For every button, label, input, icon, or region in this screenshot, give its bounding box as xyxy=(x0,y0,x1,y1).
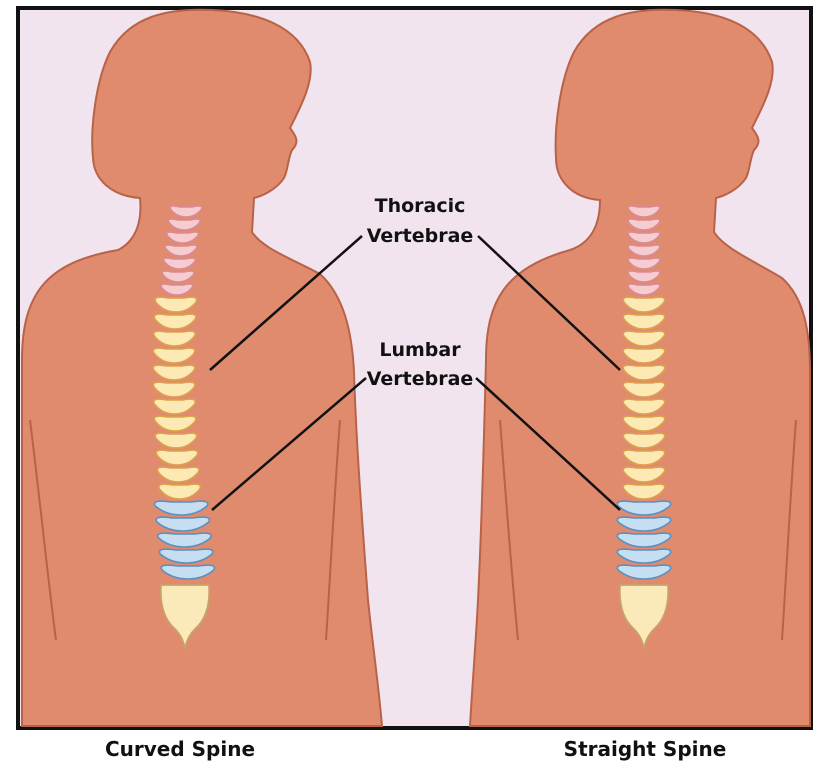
lumbar-label-line2: Vertebrae xyxy=(367,368,474,390)
caption-curved-spine: Curved Spine xyxy=(105,737,255,761)
lumbar-label-line1: Lumbar xyxy=(379,339,461,361)
thoracic-label-line2: Vertebrae xyxy=(367,225,474,247)
caption-straight-spine: Straight Spine xyxy=(564,737,727,761)
thoracic-label-line1: Thoracic xyxy=(375,195,466,217)
